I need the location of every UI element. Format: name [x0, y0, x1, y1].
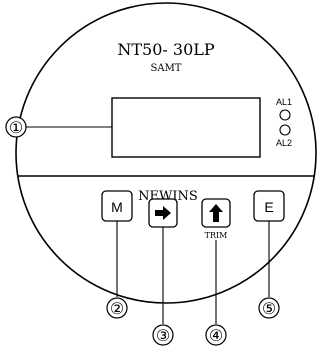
callout-4-label: ④	[209, 328, 223, 345]
callout-1-label: ①	[9, 120, 23, 137]
al2-indicator-icon	[279, 124, 291, 136]
callout-2-label: ②	[110, 301, 124, 318]
al1-indicator-icon	[279, 109, 291, 121]
up-arrow-icon	[209, 204, 223, 222]
housing-outline	[15, 2, 317, 304]
al2-label: AL2	[276, 138, 292, 148]
right-arrow-icon	[155, 206, 171, 220]
callout-3-label: ③	[156, 328, 170, 345]
e-button-label: E	[264, 199, 273, 215]
callout-5-label: ⑤	[262, 301, 276, 318]
callout-5-circle	[258, 297, 280, 319]
callout-3-circle	[152, 324, 174, 346]
callout-2-circle	[106, 297, 128, 319]
lcd-display	[111, 97, 261, 158]
model-title: NT50- 30LP	[117, 40, 215, 59]
callout-4-circle	[205, 324, 227, 346]
m-button-label: M	[111, 199, 123, 215]
al1-label: AL1	[276, 97, 292, 107]
model-subtitle: SAMT	[151, 63, 182, 74]
trim-caption: TRIM	[205, 231, 228, 240]
